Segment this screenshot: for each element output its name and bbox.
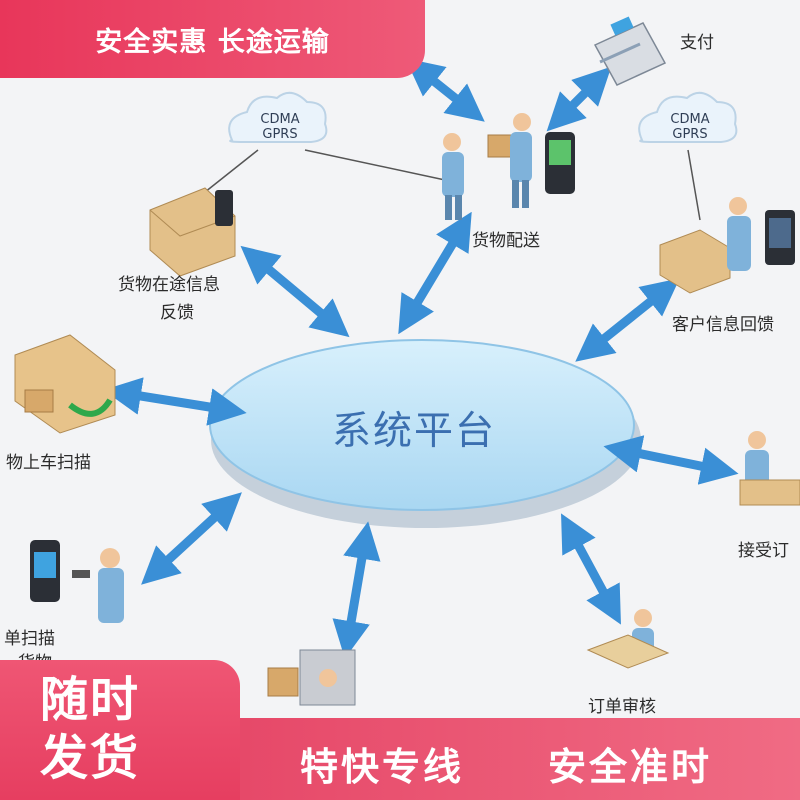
node-label-receive: 接受订 <box>738 541 789 561</box>
arrow-banner <box>405 58 485 122</box>
node-label-transit-1: 货物在途信息 <box>118 275 220 295</box>
platform-ellipse <box>209 339 641 528</box>
courier-icon <box>442 113 532 220</box>
footer-badge: 随时 发货 <box>0 660 240 800</box>
cloud-label-right: CDMA GPRS <box>670 112 710 142</box>
platform-label: 系统平台 <box>332 409 497 454</box>
order-desk-icon <box>659 197 795 294</box>
delivery-truck-icon <box>14 334 116 434</box>
footer-slogan-2: 安全准时 <box>548 745 713 789</box>
payment-terminal-icon <box>593 16 667 86</box>
arrow-scan <box>141 492 242 585</box>
footer-big-line1: 随时 <box>40 672 141 728</box>
forklift-icon <box>267 649 356 706</box>
node-label-loading: 物上车扫描 <box>6 453 91 473</box>
arrow-delivery <box>398 211 472 335</box>
arrows <box>103 58 739 659</box>
delivery-truck-icon <box>149 187 236 277</box>
cloud-icon <box>228 91 328 143</box>
node-label-payment: 支付 <box>680 33 714 53</box>
footer-slogan-1: 特快专线 <box>300 745 465 789</box>
arrow-payment <box>546 66 612 132</box>
node-label-customer: 客户信息回馈 <box>672 315 774 335</box>
arrow-loading <box>103 377 247 426</box>
node-label-delivery: 货物配送 <box>472 231 540 251</box>
arrow-customer <box>575 278 680 362</box>
scanner-worker-icon <box>30 540 124 623</box>
node-label-transit-2: 反馈 <box>160 303 194 323</box>
top-banner: 安全实惠 长途运输 <box>0 0 425 78</box>
arrow-transit <box>240 245 350 338</box>
node-label-review: 订单审核 <box>588 697 656 717</box>
node-label-scan-1: 单扫描 <box>4 629 55 649</box>
arrow-forklift <box>332 521 381 659</box>
arrow-receive <box>603 435 739 485</box>
arrow-review <box>561 513 621 625</box>
scanner-worker-icon <box>739 431 800 506</box>
mobile-phone-icon <box>545 132 575 194</box>
cloud-icon <box>638 91 738 143</box>
cloud-label-left: CDMA GPRS <box>260 112 300 142</box>
order-desk-icon <box>586 609 670 669</box>
banner-text: 安全实惠 长途运输 <box>95 26 330 58</box>
footer-big-line2: 发货 <box>40 730 141 786</box>
